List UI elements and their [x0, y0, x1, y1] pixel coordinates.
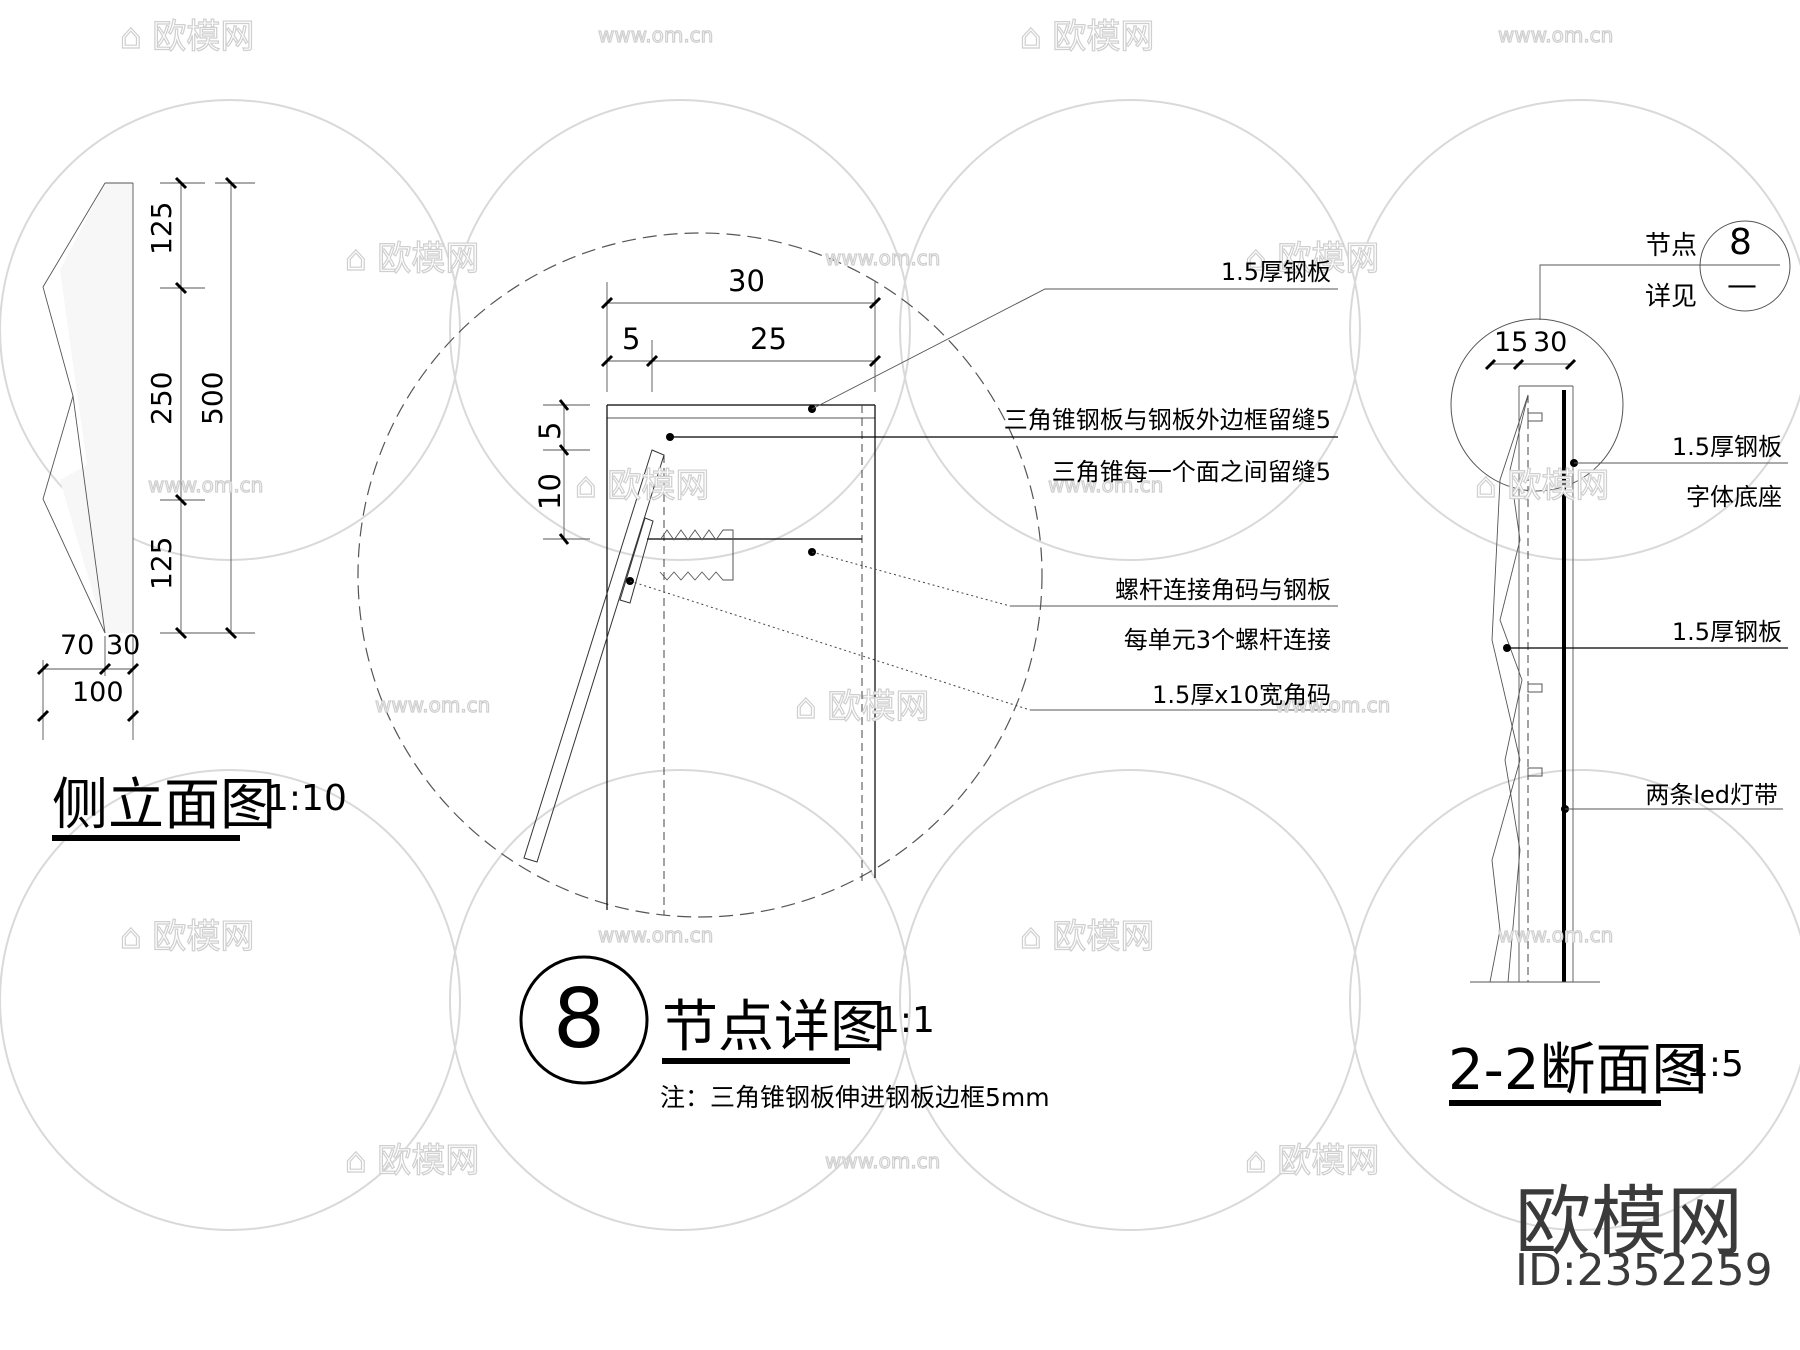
- svg-text:www.om.cn: www.om.cn: [1498, 923, 1613, 947]
- svg-text:⌂ 欧模网: ⌂ 欧模网: [795, 687, 929, 727]
- svg-text:www.om.cn: www.om.cn: [598, 23, 713, 47]
- dim-125-top: 125: [145, 201, 178, 255]
- section-2-2-drawing: [1450, 220, 1791, 983]
- dim-top-25: 25: [750, 322, 787, 356]
- dim-15: 15: [1494, 327, 1529, 358]
- dim-left-10: 10: [533, 473, 567, 510]
- callout-gap-frame: 三角锥钢板与钢板外边框留缝5: [1003, 406, 1331, 434]
- dim-100: 100: [72, 677, 124, 708]
- dim-125-bottom: 125: [145, 536, 178, 590]
- svg-text:⌂ 欧模网: ⌂ 欧模网: [1475, 466, 1609, 506]
- ref-number: 8: [1729, 222, 1752, 263]
- side-elevation-drawing: [36, 176, 255, 740]
- callout-gap-faces: 三角锥每一个面之间留缝5: [1051, 458, 1331, 486]
- section-callout-steel-plate-2: 1.5厚钢板: [1671, 618, 1782, 646]
- callout-screws-per-unit: 每单元3个螺杆连接: [1123, 626, 1331, 654]
- svg-text:⌂ 欧模网: ⌂ 欧模网: [1020, 917, 1154, 957]
- node-detail-drawing: [357, 232, 1338, 1085]
- dim-70: 70: [60, 630, 95, 661]
- ref-label-see: 详见: [1645, 282, 1698, 312]
- section-callout-steel-plate-1: 1.5厚钢板: [1671, 433, 1782, 461]
- watermark-brand: 欧模网: [1515, 1177, 1743, 1266]
- svg-text:⌂ 欧模网: ⌂ 欧模网: [120, 17, 254, 57]
- dim-30: 30: [106, 630, 141, 661]
- node-detail-underline: [662, 1058, 850, 1064]
- node-detail-number: 8: [553, 972, 606, 1067]
- side-elevation-scale: 1:10: [266, 778, 347, 819]
- svg-text:⌂ 欧模网: ⌂ 欧模网: [575, 466, 709, 506]
- svg-text:www.om.cn: www.om.cn: [1498, 23, 1613, 47]
- callout-angle-bracket: 1.5厚x10宽角码: [1152, 681, 1331, 709]
- dim-top-30: 30: [728, 264, 765, 298]
- section-callout-font-base: 字体底座: [1686, 483, 1782, 511]
- watermark-urls: www.om.cn www.om.cn www.om.cn www.om.cn …: [147, 22, 1614, 1173]
- svg-text:⌂ 欧模网: ⌂ 欧模网: [1245, 1141, 1379, 1181]
- watermark-id: ID:2352259: [1515, 1245, 1773, 1296]
- svg-text:⌂ 欧模网: ⌂ 欧模网: [1020, 17, 1154, 57]
- svg-text:⌂ 欧模网: ⌂ 欧模网: [120, 917, 254, 957]
- svg-text:⌂ 欧模网: ⌂ 欧模网: [345, 1141, 479, 1181]
- dim-top-5: 5: [622, 322, 641, 356]
- svg-text:www.om.cn: www.om.cn: [1275, 693, 1390, 717]
- watermark-texts: ⌂ 欧模网 ⌂ 欧模网 ⌂ 欧模网 ⌂ 欧模网 ⌂ 欧模网 ⌂ 欧模网 ⌂ 欧模…: [119, 16, 1610, 1181]
- svg-text:⌂ 欧模网: ⌂ 欧模网: [1245, 239, 1379, 279]
- section-callout-led-strips: 两条led灯带: [1645, 781, 1778, 809]
- svg-text:www.om.cn: www.om.cn: [1048, 473, 1163, 497]
- section-2-2-title: 2-2断面图: [1448, 1038, 1708, 1103]
- node-detail-scale: 1:1: [877, 1000, 935, 1041]
- dim-500: 500: [196, 371, 229, 425]
- side-elevation-title: 侧立面图: [52, 773, 276, 838]
- svg-text:www.om.cn: www.om.cn: [598, 923, 713, 947]
- svg-text:⌂ 欧模网: ⌂ 欧模网: [345, 239, 479, 279]
- dim-left-5: 5: [533, 421, 567, 440]
- node-detail-title: 节点详图: [662, 995, 886, 1060]
- callout-screw-connect: 螺杆连接角码与钢板: [1115, 576, 1331, 604]
- side-elevation-underline: [52, 835, 240, 841]
- section-2-2-scale: 1:5: [1686, 1044, 1744, 1085]
- watermark-arcs: [0, 99, 1800, 1231]
- dim-250: 250: [145, 371, 178, 425]
- svg-text:www.om.cn: www.om.cn: [825, 246, 940, 270]
- svg-text:www.om.cn: www.om.cn: [825, 1149, 940, 1173]
- dim-30-section: 30: [1533, 327, 1568, 358]
- svg-text:www.om.cn: www.om.cn: [375, 693, 490, 717]
- ref-sheet: —: [1727, 268, 1757, 303]
- section-2-2-underline: [1449, 1100, 1661, 1106]
- callout-steel-plate: 1.5厚钢板: [1220, 258, 1331, 286]
- ref-label-node: 节点: [1645, 231, 1698, 261]
- svg-text:www.om.cn: www.om.cn: [148, 473, 263, 497]
- node-detail-note: 注：三角锥钢板伸进钢板边框5mm: [660, 1083, 1050, 1112]
